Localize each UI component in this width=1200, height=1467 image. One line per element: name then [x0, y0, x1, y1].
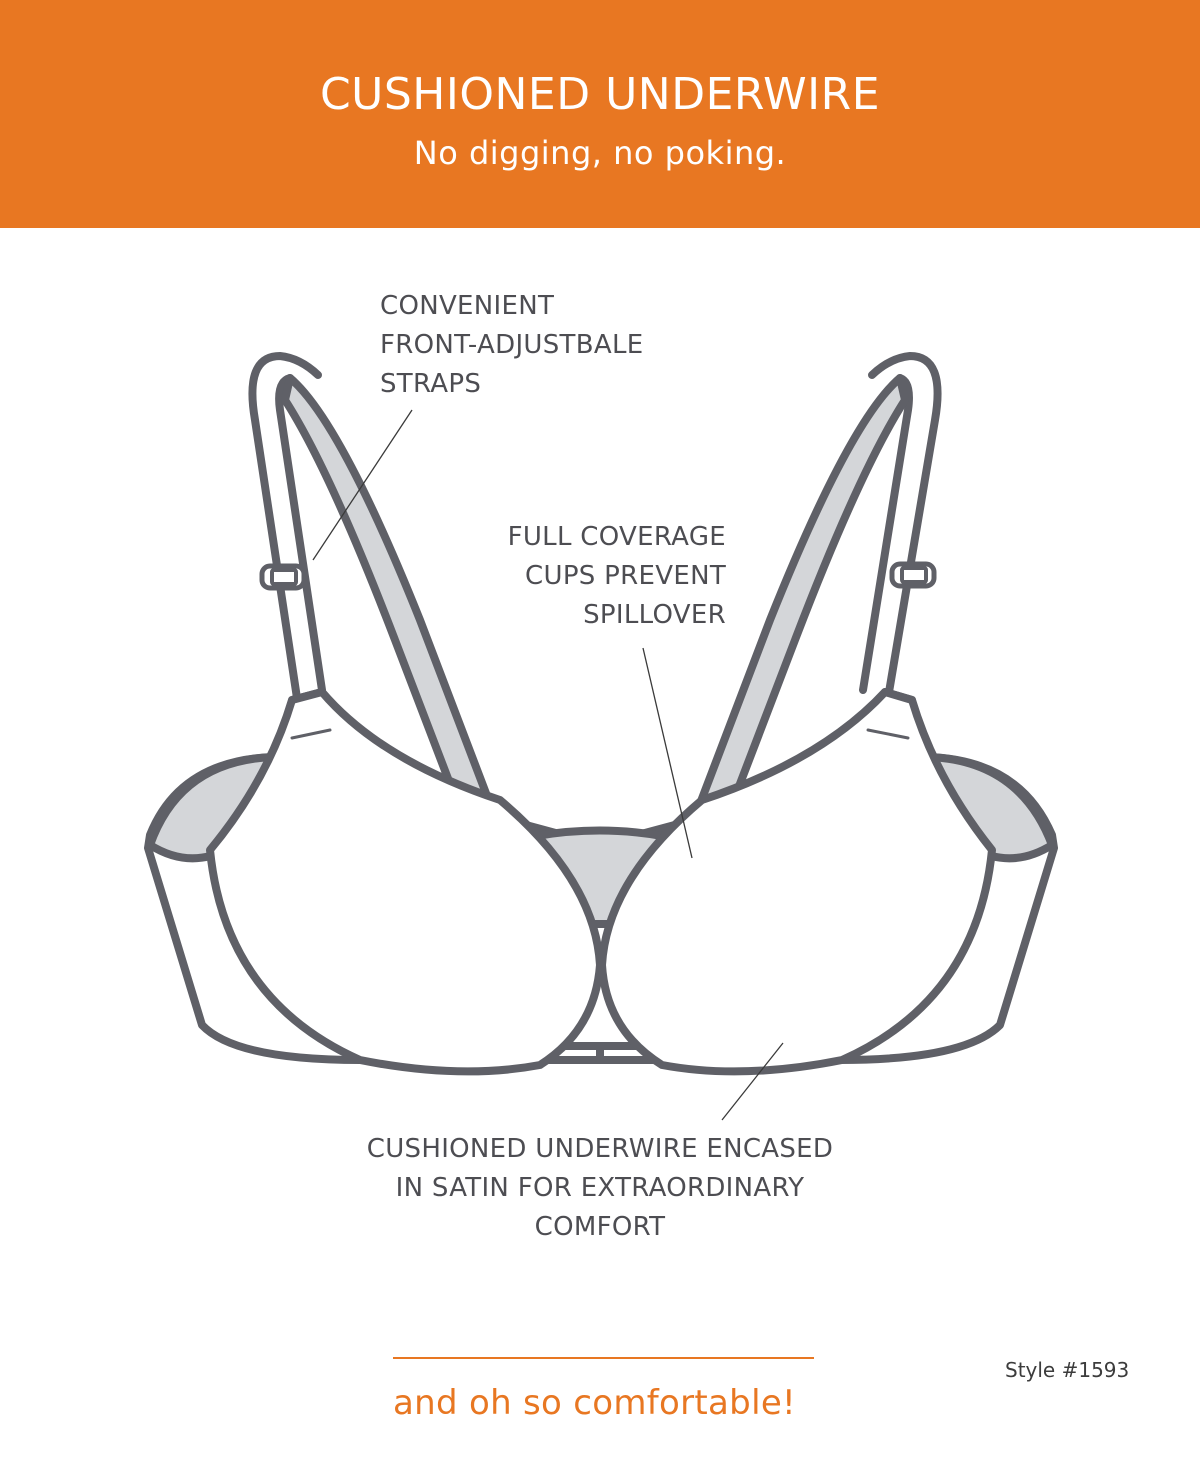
- style-number: Style #1593: [1005, 1358, 1130, 1382]
- left-strap-slider-icon: [259, 563, 307, 591]
- callout-straps-line: FRONT-ADJUSTBALE: [380, 330, 644, 360]
- right-cup: [598, 688, 996, 1076]
- callout-underwire-line: CUSHIONED UNDERWIRE ENCASED: [366, 1134, 834, 1164]
- header-subtitle: No digging, no poking.: [413, 134, 787, 172]
- callout-cups-line: SPILLOVER: [583, 600, 726, 630]
- straps-leader-line: [312, 409, 413, 561]
- right-strap-slider-icon: [889, 561, 937, 589]
- cups-leader-line: [642, 647, 693, 859]
- left-strap: [248, 352, 322, 702]
- underwire-leader-line: [721, 1042, 784, 1121]
- footer-tagline: and oh so comfortable!: [393, 1383, 796, 1423]
- callout-cups-line: FULL COVERAGE: [507, 522, 726, 552]
- footer-divider: [393, 1357, 814, 1359]
- callout-underwire-line: IN SATIN FOR EXTRAORDINARY: [395, 1173, 805, 1203]
- callout-straps-line: STRAPS: [380, 369, 482, 399]
- callout-underwire-line: COMFORT: [534, 1212, 666, 1242]
- callout-underwire: CUSHIONED UNDERWIRE ENCASED IN SATIN FOR…: [300, 1130, 900, 1247]
- left-cup: [206, 688, 604, 1076]
- callout-straps: CONVENIENT FRONT-ADJUSTBALE STRAPS: [380, 287, 643, 404]
- header-banner: CUSHIONED UNDERWIRE No digging, no pokin…: [0, 0, 1200, 228]
- header-title: CUSHIONED UNDERWIRE: [319, 69, 881, 120]
- callout-cups: FULL COVERAGE CUPS PREVENT SPILLOVER: [440, 518, 726, 635]
- callout-cups-line: CUPS PREVENT: [525, 561, 726, 591]
- right-strap: [868, 352, 942, 702]
- callout-straps-line: CONVENIENT: [380, 291, 555, 321]
